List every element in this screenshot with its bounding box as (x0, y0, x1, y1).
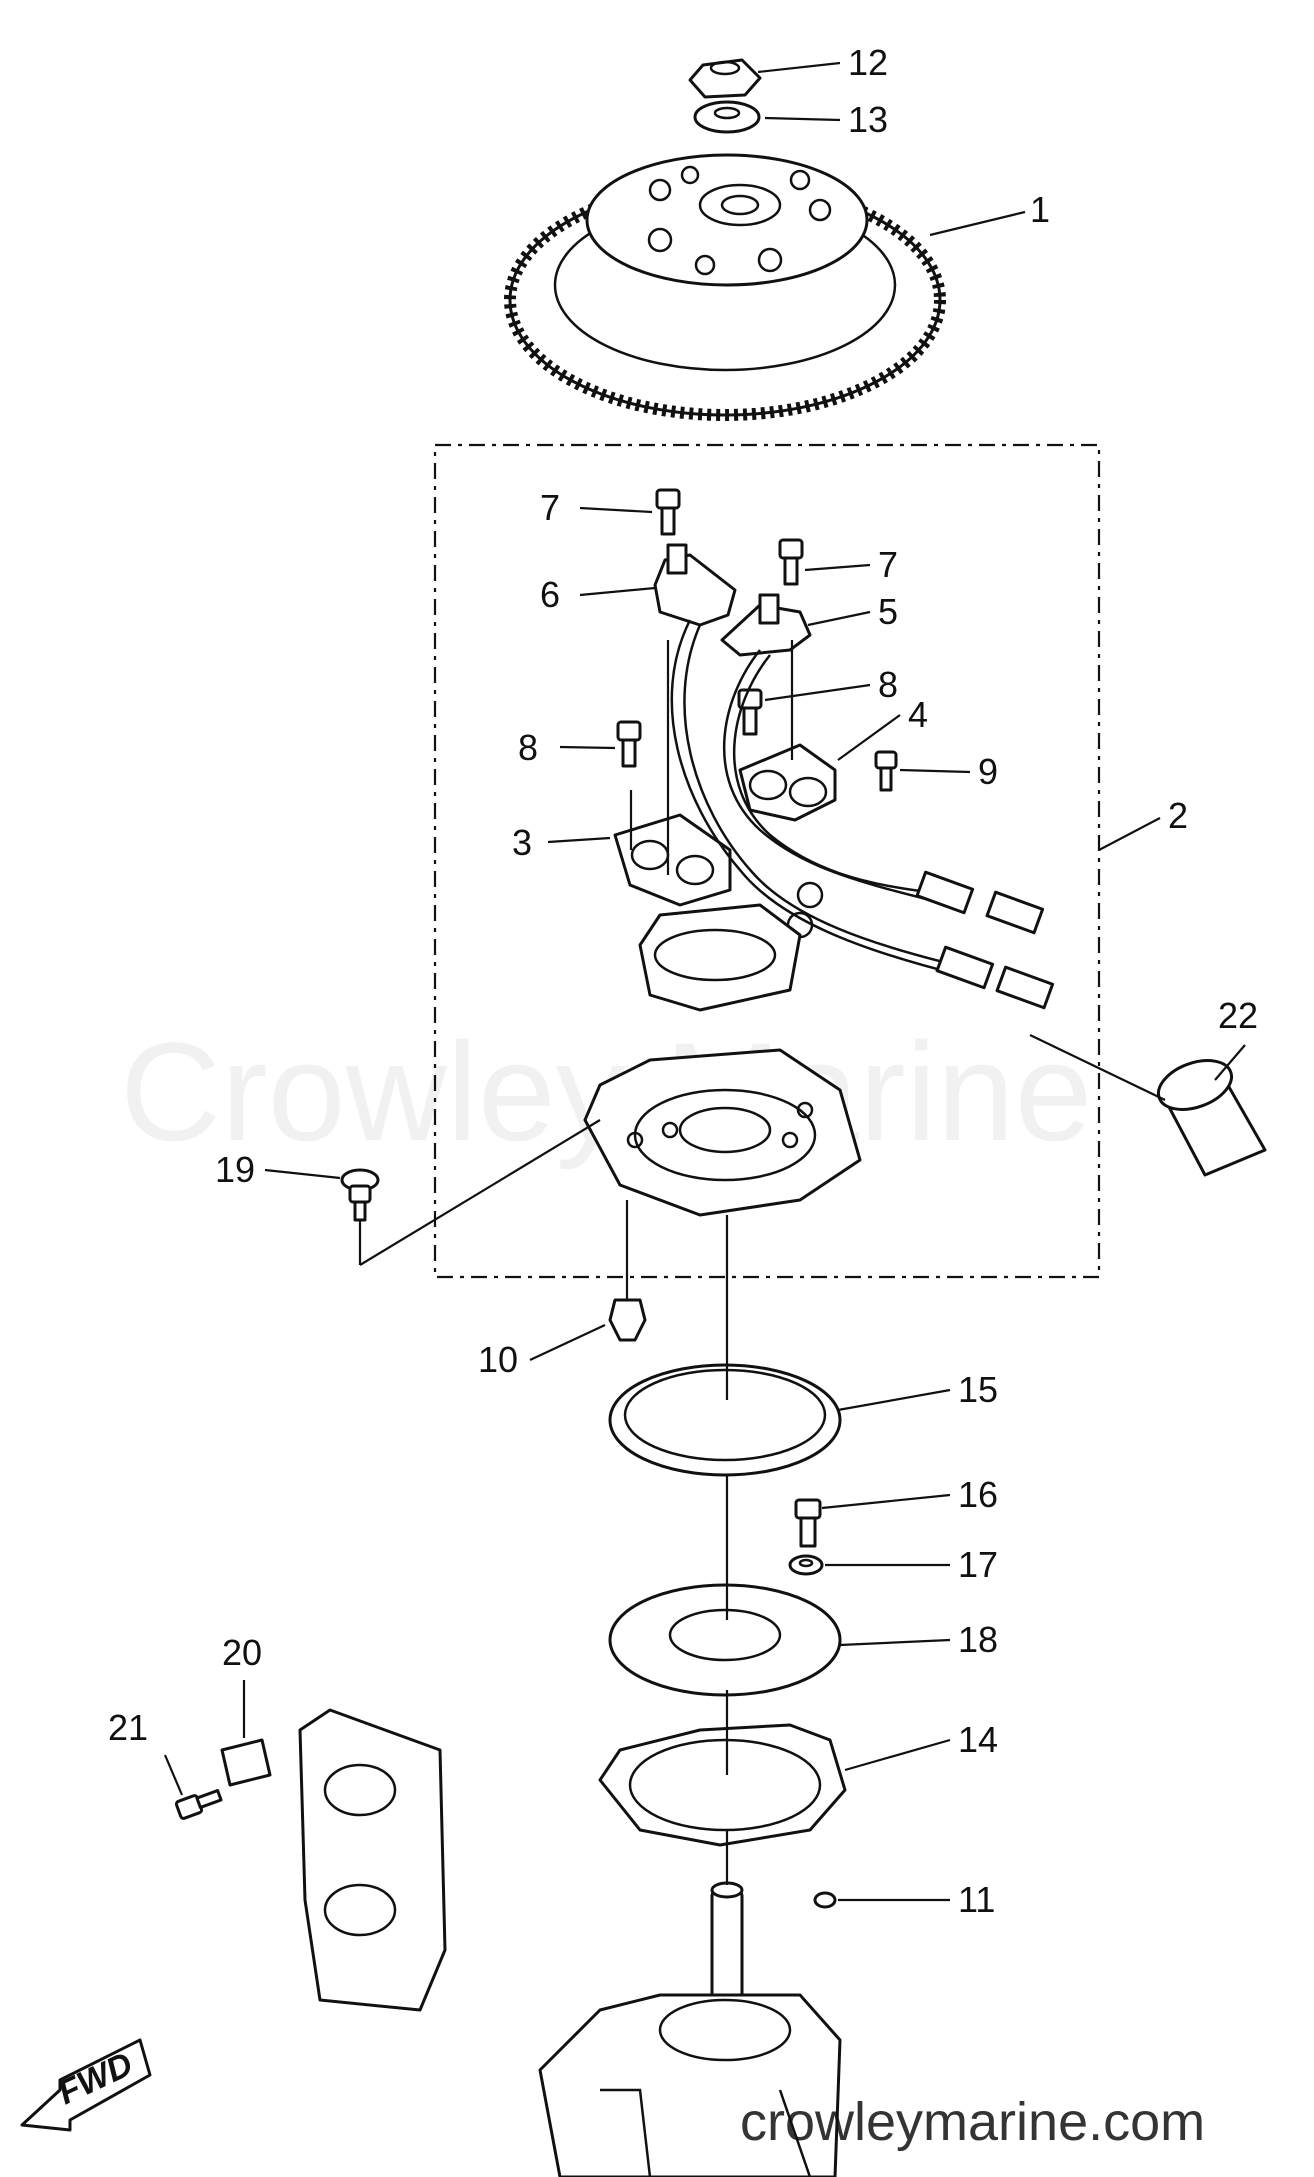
wire-harness (670, 619, 1055, 1010)
callout-3: 3 (512, 822, 532, 863)
callout-17: 17 (958, 1544, 998, 1585)
callout-6: 6 (540, 574, 560, 615)
part-8-screw-left (616, 720, 642, 768)
callout-7-left: 7 (540, 487, 560, 528)
part-9-screw (874, 750, 898, 792)
callout-15: 15 (958, 1369, 998, 1410)
part-18-plate (608, 1583, 842, 1697)
callout-labels: 12 13 1 7 7 6 5 8 8 4 9 3 2 22 19 10 15 … (108, 42, 1258, 1920)
part-11-clip (813, 1891, 837, 1909)
callout-7-right: 7 (878, 544, 898, 585)
part-7-screw-right (778, 538, 804, 586)
part-1-flywheel (504, 153, 946, 421)
callout-21: 21 (108, 1707, 148, 1748)
callout-8-left: 8 (518, 727, 538, 768)
callout-22: 22 (1218, 995, 1258, 1036)
part-22-sleeve (1157, 1059, 1267, 1177)
callout-leaders (163, 61, 1246, 1902)
callout-5: 5 (878, 591, 898, 632)
callout-1: 1 (1030, 189, 1050, 230)
stator-core (638, 903, 802, 1012)
callout-20: 20 (222, 1632, 262, 1673)
callout-13: 13 (848, 99, 888, 140)
callout-2: 2 (1168, 795, 1188, 836)
callout-11: 11 (958, 1879, 995, 1920)
part-17-washer (788, 1554, 824, 1576)
part-10-plug (608, 1298, 647, 1342)
part-5-bracket (720, 593, 812, 657)
callout-9: 9 (978, 751, 998, 792)
callout-16: 16 (958, 1474, 998, 1515)
part-21-bolt (174, 1789, 223, 1820)
callout-10: 10 (478, 1339, 518, 1380)
part-14-gasket (598, 1723, 847, 1847)
site-url: crowleymarine.com (740, 2092, 1205, 2152)
part-7-screw-left (655, 488, 681, 536)
forward-arrow: FWD (20, 2038, 152, 2132)
part-16-screw (794, 1498, 822, 1548)
part-13-washer (693, 100, 761, 134)
part-6-bracket (653, 543, 737, 627)
part-20-clip (220, 1738, 272, 1787)
callout-4: 4 (908, 694, 928, 735)
part-19-screw (340, 1168, 380, 1222)
part-8-screw-right (737, 688, 763, 736)
callout-18: 18 (958, 1619, 998, 1660)
callout-14: 14 (958, 1719, 998, 1760)
part-15-ring (608, 1363, 842, 1477)
stator-assembly-frame (433, 443, 1101, 1279)
cylinder-block (298, 1708, 447, 2012)
part-12-nut (688, 58, 762, 99)
callout-12: 12 (848, 42, 888, 83)
part-4-coil (738, 743, 837, 822)
callout-8-right: 8 (878, 664, 898, 705)
callout-19: 19 (215, 1149, 255, 1190)
part-3-coil (613, 813, 732, 907)
assembly-centerlines (358, 640, 1166, 1885)
stator-base-plate (583, 1048, 862, 1217)
